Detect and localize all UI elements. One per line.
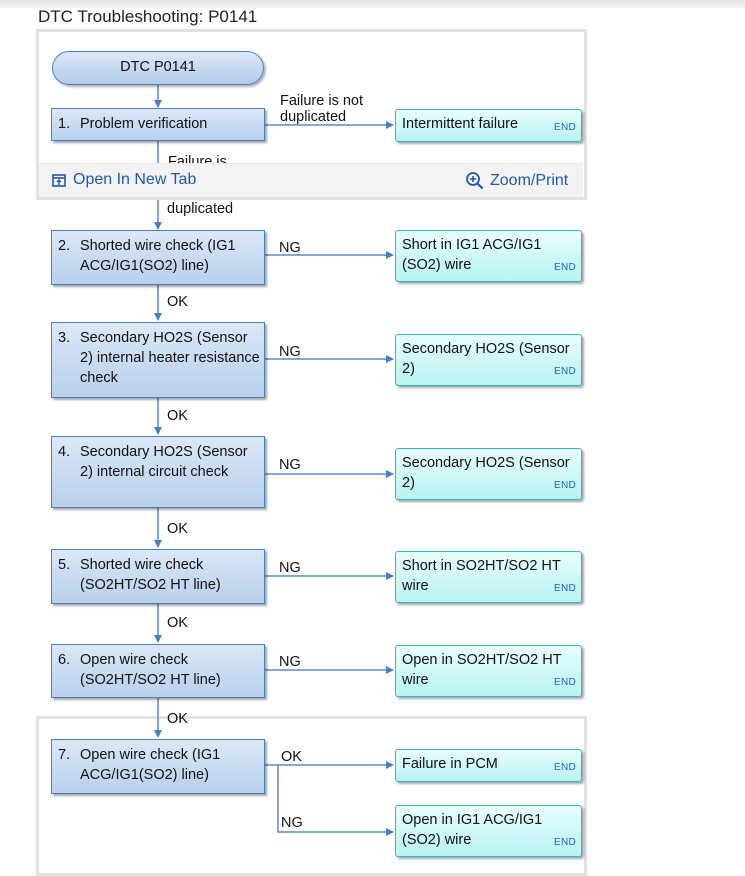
step-number: 4. xyxy=(58,444,71,460)
step-text: Shorted wire check (SO2HT/SO2 HT line) xyxy=(80,557,221,593)
step-number: 6. xyxy=(58,652,71,668)
step-5-box: 5. Shorted wire check (SO2HT/SO2 HT line… xyxy=(51,549,265,604)
label-ok: OK xyxy=(281,749,302,765)
result-box-1: Intermittent failure END xyxy=(395,109,582,142)
result-box-4: Secondary HO2S (Sensor 2) END xyxy=(395,448,582,500)
top-bar xyxy=(0,0,745,8)
label-ng: NG xyxy=(281,815,303,831)
label-ng: NG xyxy=(279,344,301,360)
zoom-print-button[interactable]: Zoom/Print xyxy=(465,171,568,190)
step-text: Secondary HO2S (Sensor 2) internal circu… xyxy=(80,444,248,480)
label-ok: OK xyxy=(167,408,188,424)
zoom-icon xyxy=(466,172,484,190)
step-number: 3. xyxy=(58,330,71,346)
label-ok: OK xyxy=(167,521,188,537)
label-ng: NG xyxy=(279,457,301,473)
step-3-box: 3. Secondary HO2S (Sensor 2) internal he… xyxy=(51,322,265,398)
page-title: DTC Troubleshooting: P0141 xyxy=(38,7,258,26)
result-text: Secondary HO2S (Sensor 2) xyxy=(402,341,570,377)
step-text: Secondary HO2S (Sensor 2) internal heate… xyxy=(80,330,260,386)
label-ng: NG xyxy=(279,560,301,576)
diagram-toolbar: Open In New Tab Zoom/Print xyxy=(39,163,583,197)
step-number: 2. xyxy=(58,238,71,254)
step-4-box: 4. Secondary HO2S (Sensor 2) internal ci… xyxy=(51,436,265,508)
zoom-print-label: Zoom/Print xyxy=(490,171,569,189)
label-ng: NG xyxy=(279,654,301,670)
end-tag: END xyxy=(553,762,576,773)
step-2-box: 2. Shorted wire check (IG1 ACG/IG1(SO2) … xyxy=(51,230,265,285)
label-failure-is-partial: Failure is xyxy=(168,154,227,164)
open-in-new-tab-label: Open In New Tab xyxy=(73,171,197,188)
result-box-7: Failure in PCM END xyxy=(395,749,582,782)
result-text: Failure in PCM xyxy=(402,756,498,772)
label-line: Failure is not xyxy=(280,93,364,109)
result-text: Short in SO2HT/SO2 HT wire xyxy=(402,558,561,594)
step-6-box: 6. Open wire check (SO2HT/SO2 HT line) xyxy=(51,644,265,698)
step-number: 1. xyxy=(58,116,71,132)
result-text: Secondary HO2S (Sensor 2) xyxy=(402,455,570,491)
result-box-8: Open in IG1 ACG/IG1 (SO2) wire END xyxy=(395,805,582,857)
result-text: Intermittent failure xyxy=(402,116,519,132)
end-tag: END xyxy=(553,366,576,377)
step-7-box: 7. Open wire check (IG1 ACG/IG1(SO2) lin… xyxy=(51,739,265,794)
result-text: Short in IG1 ACG/IG1 (SO2) wire xyxy=(402,237,542,273)
start-node: DTC P0141 xyxy=(52,51,264,85)
end-tag: END xyxy=(553,583,576,594)
step-1-box: 1. Problem verification xyxy=(51,108,265,141)
open-in-new-tab-button[interactable]: Open In New Tab xyxy=(52,171,196,189)
label-duplicated: duplicated xyxy=(167,201,234,217)
result-text: Open in SO2HT/SO2 HT wire xyxy=(402,652,562,688)
open-tab-icon xyxy=(52,173,66,187)
step-number: 5. xyxy=(58,557,71,573)
result-box-6: Open in SO2HT/SO2 HT wire END xyxy=(395,645,582,697)
label-failure-not-duplicated: Failure is not duplicated xyxy=(280,93,363,125)
label-ok: OK xyxy=(167,294,188,310)
step-text: Open wire check (IG1 ACG/IG1(SO2) line) xyxy=(80,747,221,783)
step-text: Problem verification xyxy=(80,116,208,132)
result-text: Open in IG1 ACG/IG1 (SO2) wire xyxy=(402,812,543,848)
step-text: Open wire check (SO2HT/SO2 HT line) xyxy=(80,652,221,688)
label-ng: NG xyxy=(279,240,301,256)
result-box-3: Secondary HO2S (Sensor 2) END xyxy=(395,334,582,386)
step-text: Shorted wire check (IG1 ACG/IG1(SO2) lin… xyxy=(80,238,236,274)
label-ok-partial: OK xyxy=(167,711,188,727)
label-ok: OK xyxy=(167,615,188,631)
label-line: duplicated xyxy=(280,109,347,125)
end-tag: END xyxy=(553,677,576,688)
end-tag: END xyxy=(553,480,576,491)
result-box-2: Short in IG1 ACG/IG1 (SO2) wire END xyxy=(395,230,582,282)
end-tag: END xyxy=(553,262,576,273)
end-tag: END xyxy=(553,122,576,133)
step-number: 7. xyxy=(58,747,71,763)
result-box-5: Short in SO2HT/SO2 HT wire END xyxy=(395,551,582,603)
end-tag: END xyxy=(553,837,576,848)
